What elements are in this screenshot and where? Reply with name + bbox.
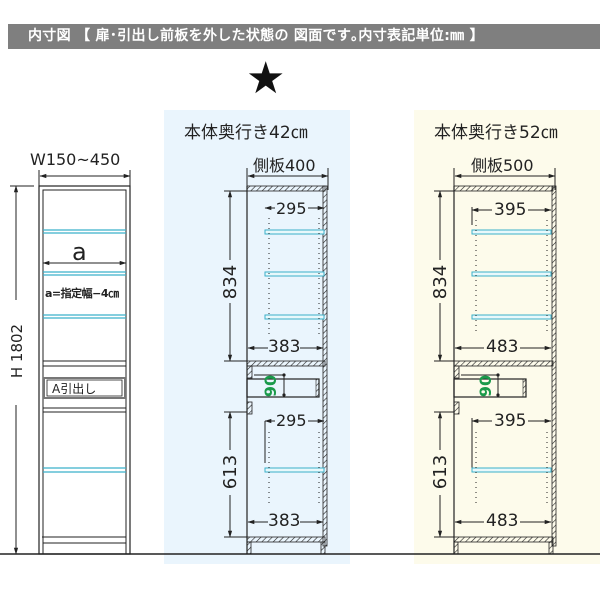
- star-icon: ★: [246, 53, 286, 104]
- depth-52-lower-shelf-width: 395: [492, 411, 529, 431]
- width-range-label: W150~450: [30, 150, 121, 169]
- height-label: H 1802: [8, 316, 26, 386]
- depth-52-side-panel: 側板500: [471, 156, 534, 175]
- depth-52-lower-inner-depth: 483: [484, 511, 521, 531]
- depth-42-lower-height: 613: [220, 454, 241, 490]
- depth-42-title: 本体奥行き42㎝: [184, 123, 308, 143]
- depth-42-upper-height: 834: [220, 264, 241, 300]
- depth-42-cabinet: [224, 168, 329, 555]
- depth-42-side-panel: 側板400: [253, 156, 316, 175]
- depth-52-lower-height: 613: [430, 454, 451, 490]
- depth-42-lower-shelf-width: 295: [275, 411, 308, 430]
- drawer-label: A引出し: [52, 382, 97, 396]
- depth-42-upper-inner-depth: 383: [268, 337, 301, 357]
- depth-42-drawer-height: 90: [261, 374, 280, 398]
- header-title: 内寸図 【 扉･引出し前板を外した状態の 図面です｡内寸表記単位:㎜ 】: [28, 28, 484, 44]
- header-bar: 内寸図 【 扉･引出し前板を外した状態の 図面です｡内寸表記単位:㎜ 】: [8, 24, 600, 49]
- depth-52-upper-inner-depth: 483: [484, 337, 521, 357]
- front-view-cabinet: [10, 170, 131, 555]
- depth-52-upper-shelf-width: 395: [492, 200, 529, 220]
- inner-width-symbol: a: [72, 238, 87, 266]
- depth-42-upper-shelf-width: 295: [275, 199, 308, 218]
- inner-width-note: a=指定幅−4㎝: [45, 287, 119, 300]
- depth-52-cabinet: [434, 168, 557, 555]
- depth-42-lower-inner-depth: 383: [268, 511, 301, 531]
- depth-52-upper-height: 834: [430, 264, 451, 300]
- depth-52-drawer-height: 90: [476, 374, 495, 398]
- depth-52-title: 本体奥行き52㎝: [434, 123, 558, 143]
